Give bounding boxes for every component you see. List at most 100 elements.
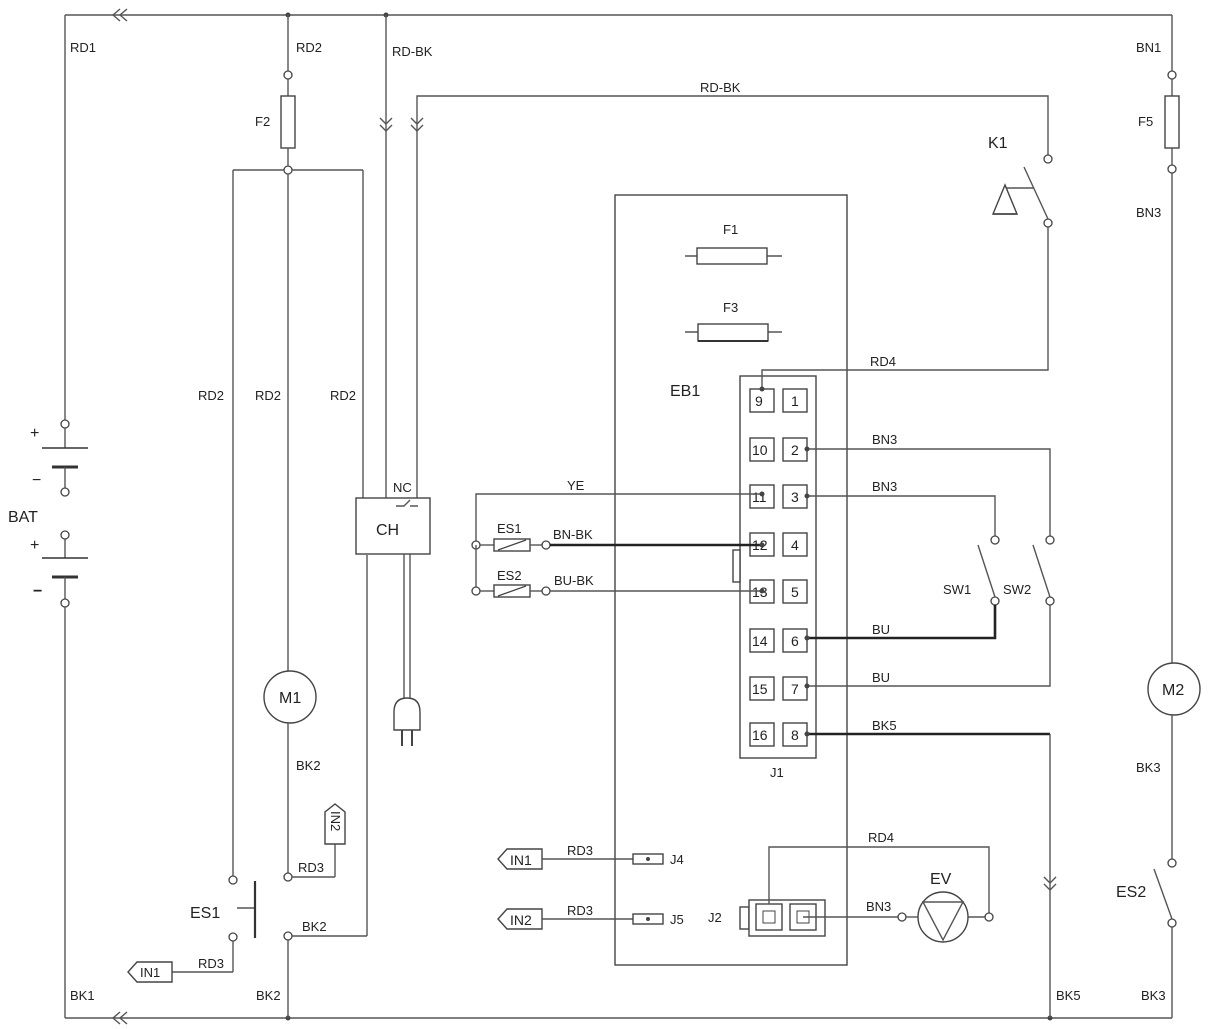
fuse-f3-label: F3 — [723, 300, 738, 315]
j1-pin-14-label: 14 — [752, 633, 768, 649]
fuse-f5-label: F5 — [1138, 114, 1153, 129]
wire-label-bn3-pin3: BN3 — [872, 479, 897, 494]
wire-label-bk5-top: BK5 — [872, 718, 897, 733]
switch-es1-label: ES1 — [190, 905, 220, 922]
sensor-es1: ES1 — [471, 521, 551, 552]
wire-label-rd3-j4: RD3 — [567, 843, 593, 858]
charger-ch-label: CH — [376, 522, 399, 539]
wire-label-bu-pin7: BU — [872, 670, 890, 685]
wire-label-rd3-m1: RD3 — [298, 860, 324, 875]
switch-sw2-label: SW2 — [1003, 582, 1031, 597]
j1-pin-5: 5 — [782, 579, 808, 604]
battery: + − + − BAT — [8, 15, 88, 1018]
switch-es1: ES1 — [190, 875, 257, 942]
j1-pin-16: 16 — [749, 722, 775, 747]
fuse-f2: F2 — [255, 15, 296, 175]
switch-es2-label: ES2 — [1116, 884, 1146, 901]
wire-label-rd-bk-top: RD-BK — [700, 80, 741, 95]
top-bus — [65, 8, 1172, 22]
in1-connector-es1-label: IN1 — [140, 965, 160, 980]
wire-label-bk2-ch: BK2 — [302, 919, 327, 934]
wire-label-rd2-top: RD2 — [296, 40, 322, 55]
j1-pin-6-label: 6 — [791, 633, 799, 649]
j1-pin-6: 6 — [782, 628, 808, 653]
in2-connector-board: IN2 — [497, 908, 543, 930]
connector-j5: J5 — [632, 912, 684, 927]
connector-j1-label: J1 — [770, 765, 784, 780]
j1-pin-7: 7 — [782, 676, 808, 701]
sensor-es1-label: ES1 — [497, 521, 522, 536]
wire-label-rd4-top: RD4 — [870, 354, 896, 369]
j1-pin-2: 2 — [782, 437, 808, 462]
sensor-es2-label: ES2 — [497, 568, 522, 583]
j1-pin-10: 10 — [749, 437, 775, 462]
board-eb1-label: EB1 — [670, 383, 700, 400]
in2-connector-m1-label: IN2 — [328, 811, 343, 831]
j1-pin-8: 8 — [782, 722, 808, 747]
connector-j4-label: J4 — [670, 852, 684, 867]
battery-minus-1: − — [32, 472, 41, 489]
fuse-f3: F3 — [685, 300, 782, 342]
wire-label-bn3-right: BN3 — [1136, 205, 1161, 220]
connector-j4: J4 — [632, 852, 684, 867]
connector-j1: J1 9 1 10 2 11 3 12 4 13 5 14 6 15 7 16 … — [732, 375, 817, 780]
j1-pin-16-label: 16 — [752, 727, 768, 743]
j1-pin-1-label: 1 — [791, 393, 799, 409]
motor-m1: M1 — [263, 670, 317, 724]
j1-pin-3-label: 3 — [791, 489, 799, 505]
wire-label-rd3-es1: RD3 — [198, 956, 224, 971]
j1-pin-7-label: 7 — [791, 681, 799, 697]
wire-label-rd1: RD1 — [70, 40, 96, 55]
in1-connector-es1: IN1 — [127, 961, 173, 983]
wire-label-bk3-top: BK3 — [1136, 760, 1161, 775]
wire-label-rd2-left: RD2 — [198, 388, 224, 403]
wire-label-rd3-j5: RD3 — [567, 903, 593, 918]
fuse-f1: F1 — [685, 222, 782, 265]
relay-k1: K1 — [988, 135, 1053, 228]
wire-label-bu-bk: BU-BK — [554, 573, 594, 588]
motor-m2: M2 — [1147, 662, 1201, 716]
bottom-bus — [65, 1011, 1172, 1025]
j1-pin-2-label: 2 — [791, 442, 799, 458]
in1-connector-board: IN1 — [497, 848, 543, 870]
j1-pin-11-label: 11 — [752, 489, 767, 505]
j1-pin-14: 14 — [749, 628, 775, 653]
j1-pin-10-label: 10 — [752, 442, 768, 458]
wire-label-bk2-m1: BK2 — [296, 758, 321, 773]
wire-label-bn-bk: BN-BK — [553, 527, 593, 542]
connector-j5-label: J5 — [670, 912, 684, 927]
motor-m2-label: M2 — [1162, 682, 1184, 699]
j1-pin-4: 4 — [782, 532, 808, 557]
charger-nc-label: NC — [393, 480, 412, 495]
j1-pin-1: 1 — [782, 388, 808, 413]
j1-pin-3: 3 — [782, 484, 808, 509]
connector-j2-label: J2 — [708, 910, 722, 925]
j1-pin-15: 15 — [749, 676, 775, 701]
pump-ev: EV — [917, 871, 969, 943]
j1-pin-4-label: 4 — [791, 537, 799, 553]
wire-label-bk3-bottom: BK3 — [1141, 988, 1166, 1003]
charger-plug — [393, 554, 421, 746]
battery-plus-2: + — [30, 537, 39, 554]
j1-pin-8-label: 8 — [791, 727, 799, 743]
switch-sw1-label: SW1 — [943, 582, 971, 597]
motor-m1-label: M1 — [279, 690, 301, 707]
sensor-es2: ES2 — [471, 568, 551, 598]
fuse-f5: F5 — [1138, 70, 1180, 174]
wire-label-bk1: BK1 — [70, 988, 95, 1003]
charger-ch: CH NC — [355, 480, 431, 555]
j1-pin-5-label: 5 — [791, 584, 799, 600]
in1-connector-board-label: IN1 — [510, 852, 532, 868]
wire-label-bn1: BN1 — [1136, 40, 1161, 55]
wire-label-rd2-right: RD2 — [330, 388, 356, 403]
wire-label-rd4-bottom: RD4 — [868, 830, 894, 845]
wire-label-bk2-bottom: BK2 — [256, 988, 281, 1003]
j1-pin-9-label: 9 — [755, 393, 763, 409]
battery-minus-2: − — [33, 583, 42, 600]
battery-plus-1: + — [30, 425, 39, 442]
j1-pin-9: 9 — [749, 388, 775, 413]
j1-pin-15-label: 15 — [752, 681, 768, 697]
switch-es2: ES2 — [1116, 858, 1177, 928]
fuse-f1-label: F1 — [723, 222, 738, 237]
